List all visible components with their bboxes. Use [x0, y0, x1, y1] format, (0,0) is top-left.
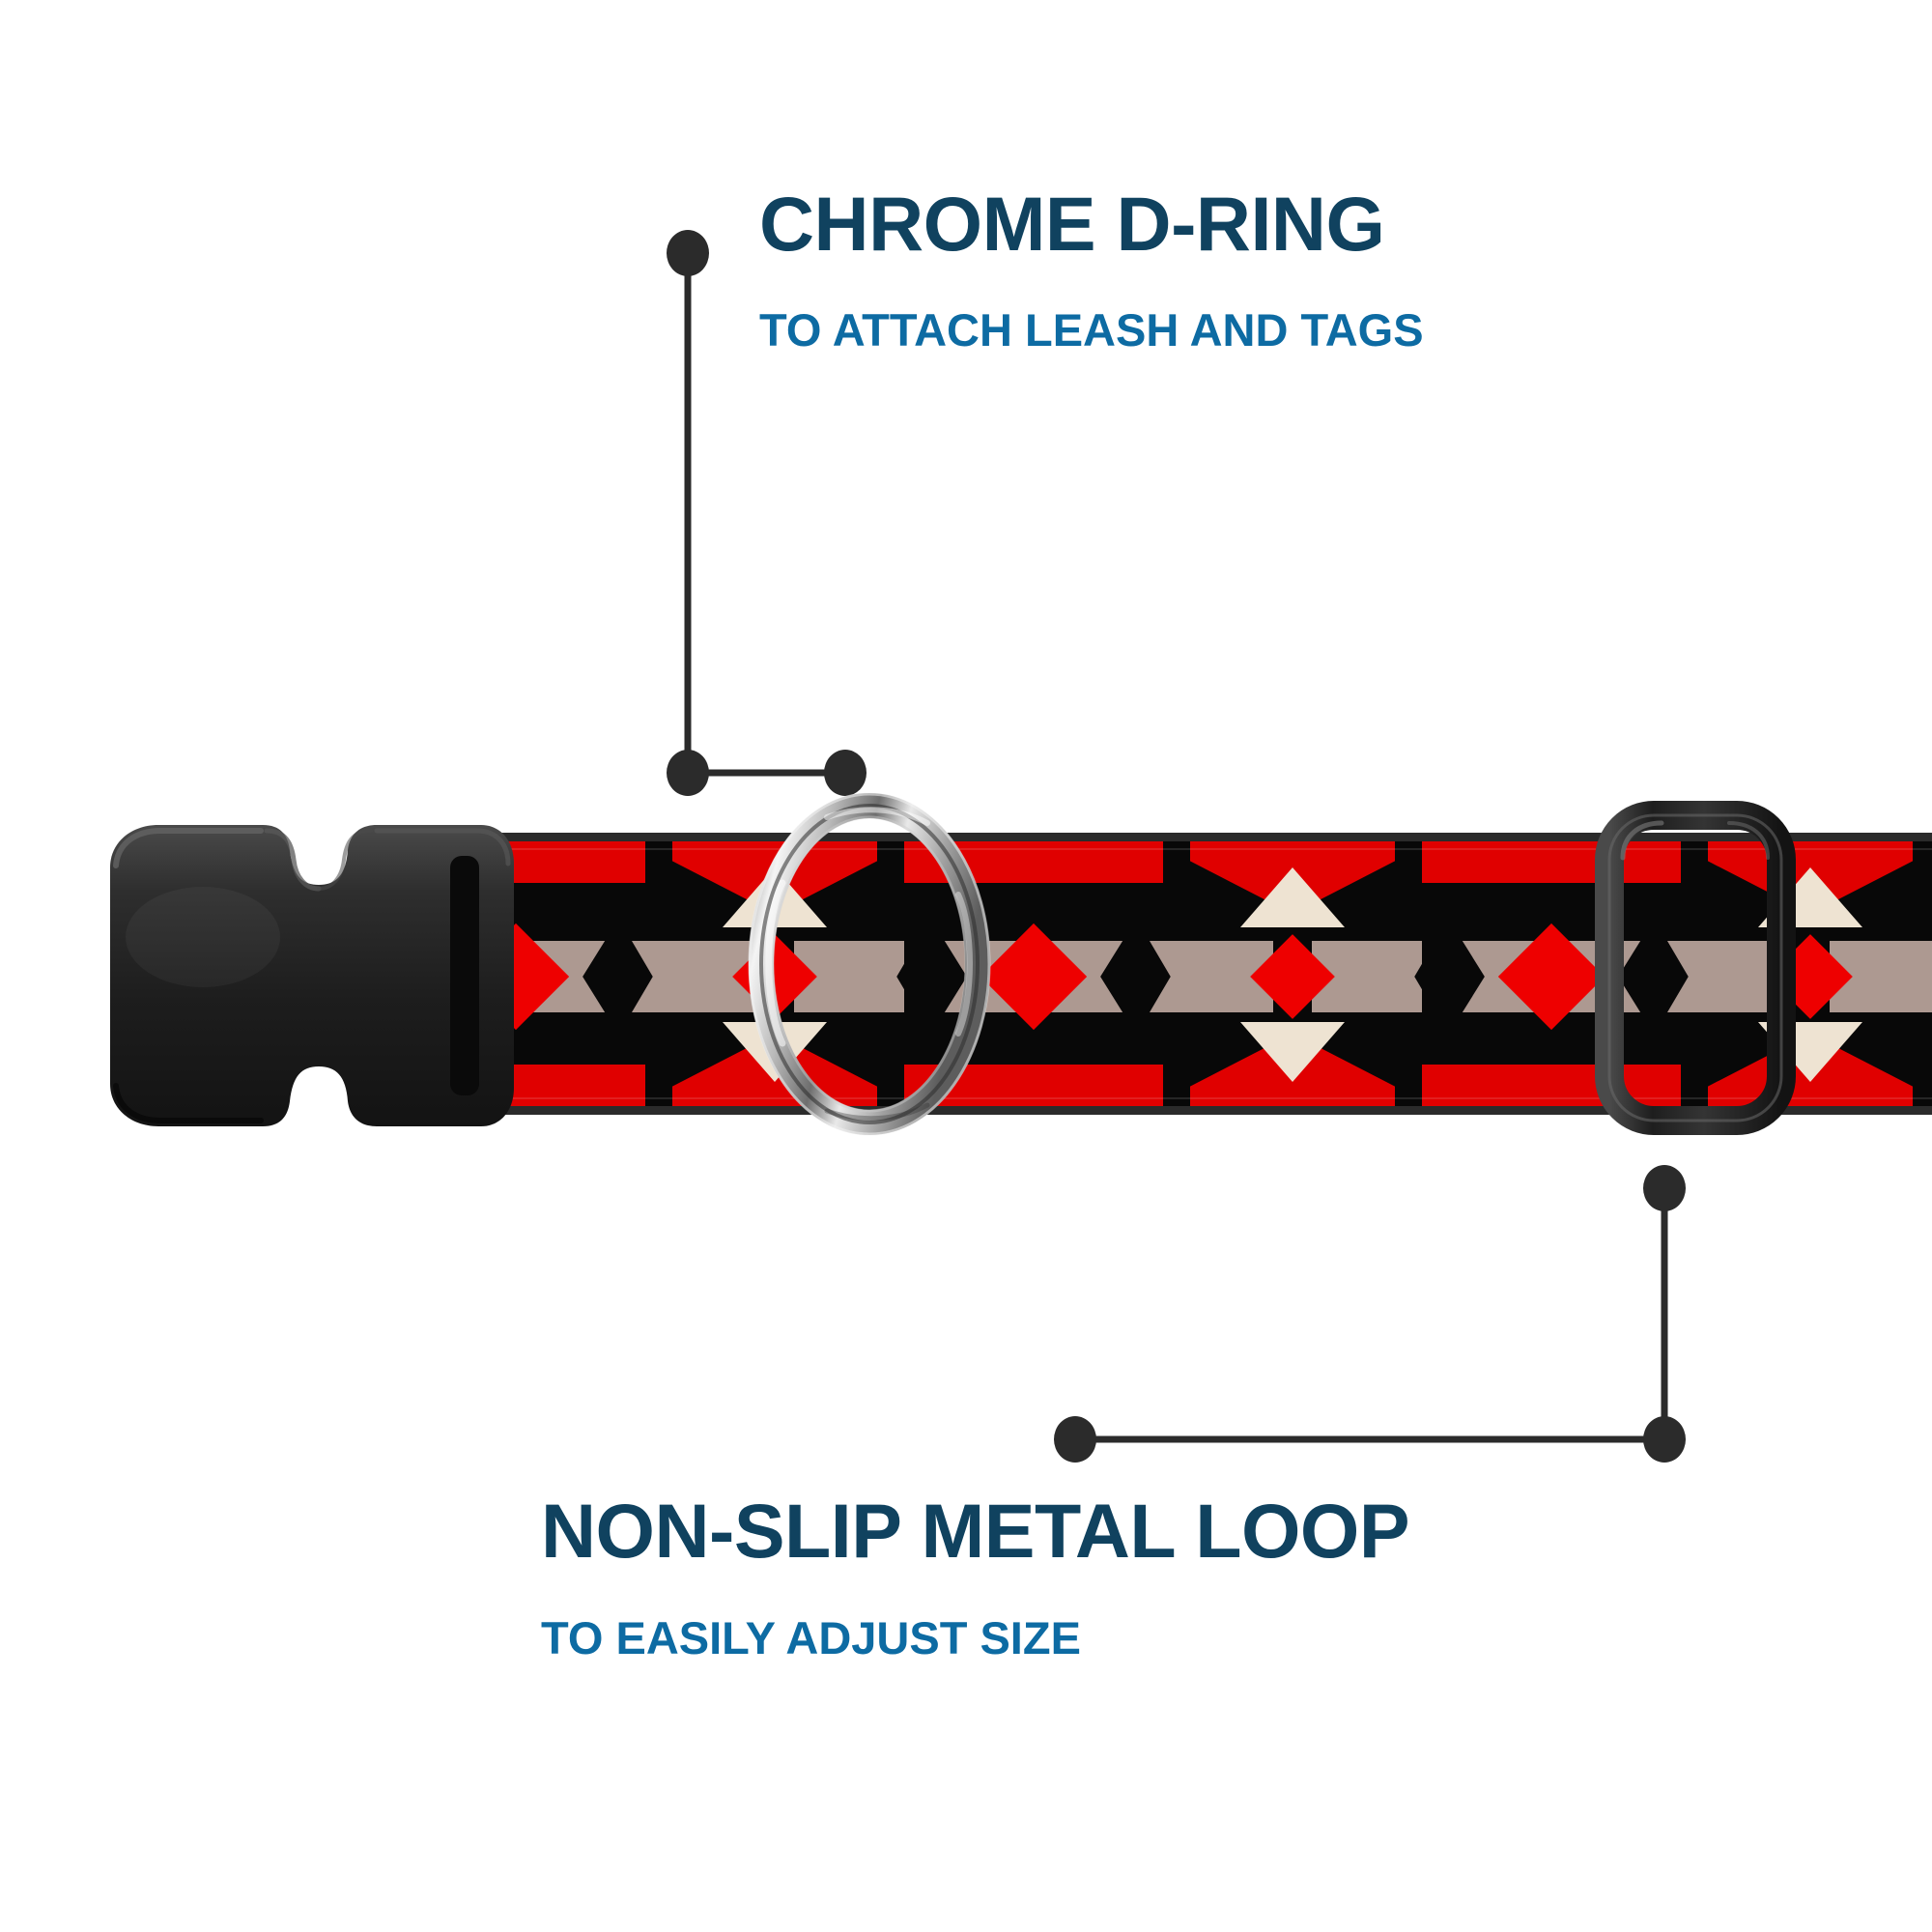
chrome-d-ring [744, 790, 995, 1138]
callout-subtitle-non-slip-metal-loop: TO EASILY ADJUST SIZE [541, 1612, 1081, 1663]
callout-title-chrome-d-ring: CHROME D-RING [759, 181, 1385, 267]
buckle-webbing-slot [450, 856, 479, 1095]
strap-edge-bottom [386, 1106, 1932, 1115]
red-diamond [1497, 923, 1605, 1031]
pattern-unit-triangle [1667, 833, 1932, 1115]
side-release-buckle [87, 792, 517, 1159]
pattern-unit-triangle [1150, 833, 1435, 1115]
buckle-body [110, 825, 514, 1126]
callout-title-non-slip-metal-loop: NON-SLIP METAL LOOP [541, 1488, 1410, 1574]
strap-stitch-top [386, 848, 1932, 850]
pattern-unit-hourglass [1412, 833, 1690, 1115]
non-slip-metal-loop [1594, 800, 1797, 1136]
red-diamond [980, 923, 1088, 1031]
strap-pattern [386, 833, 1932, 1115]
strap-stitch-bottom [386, 1097, 1932, 1099]
strap-edge-top [386, 833, 1932, 841]
red-band-top [1422, 838, 1681, 883]
callout-subtitle-chrome-d-ring: TO ATTACH LEASH AND TAGS [759, 304, 1424, 355]
collar-strap [386, 833, 1932, 1115]
